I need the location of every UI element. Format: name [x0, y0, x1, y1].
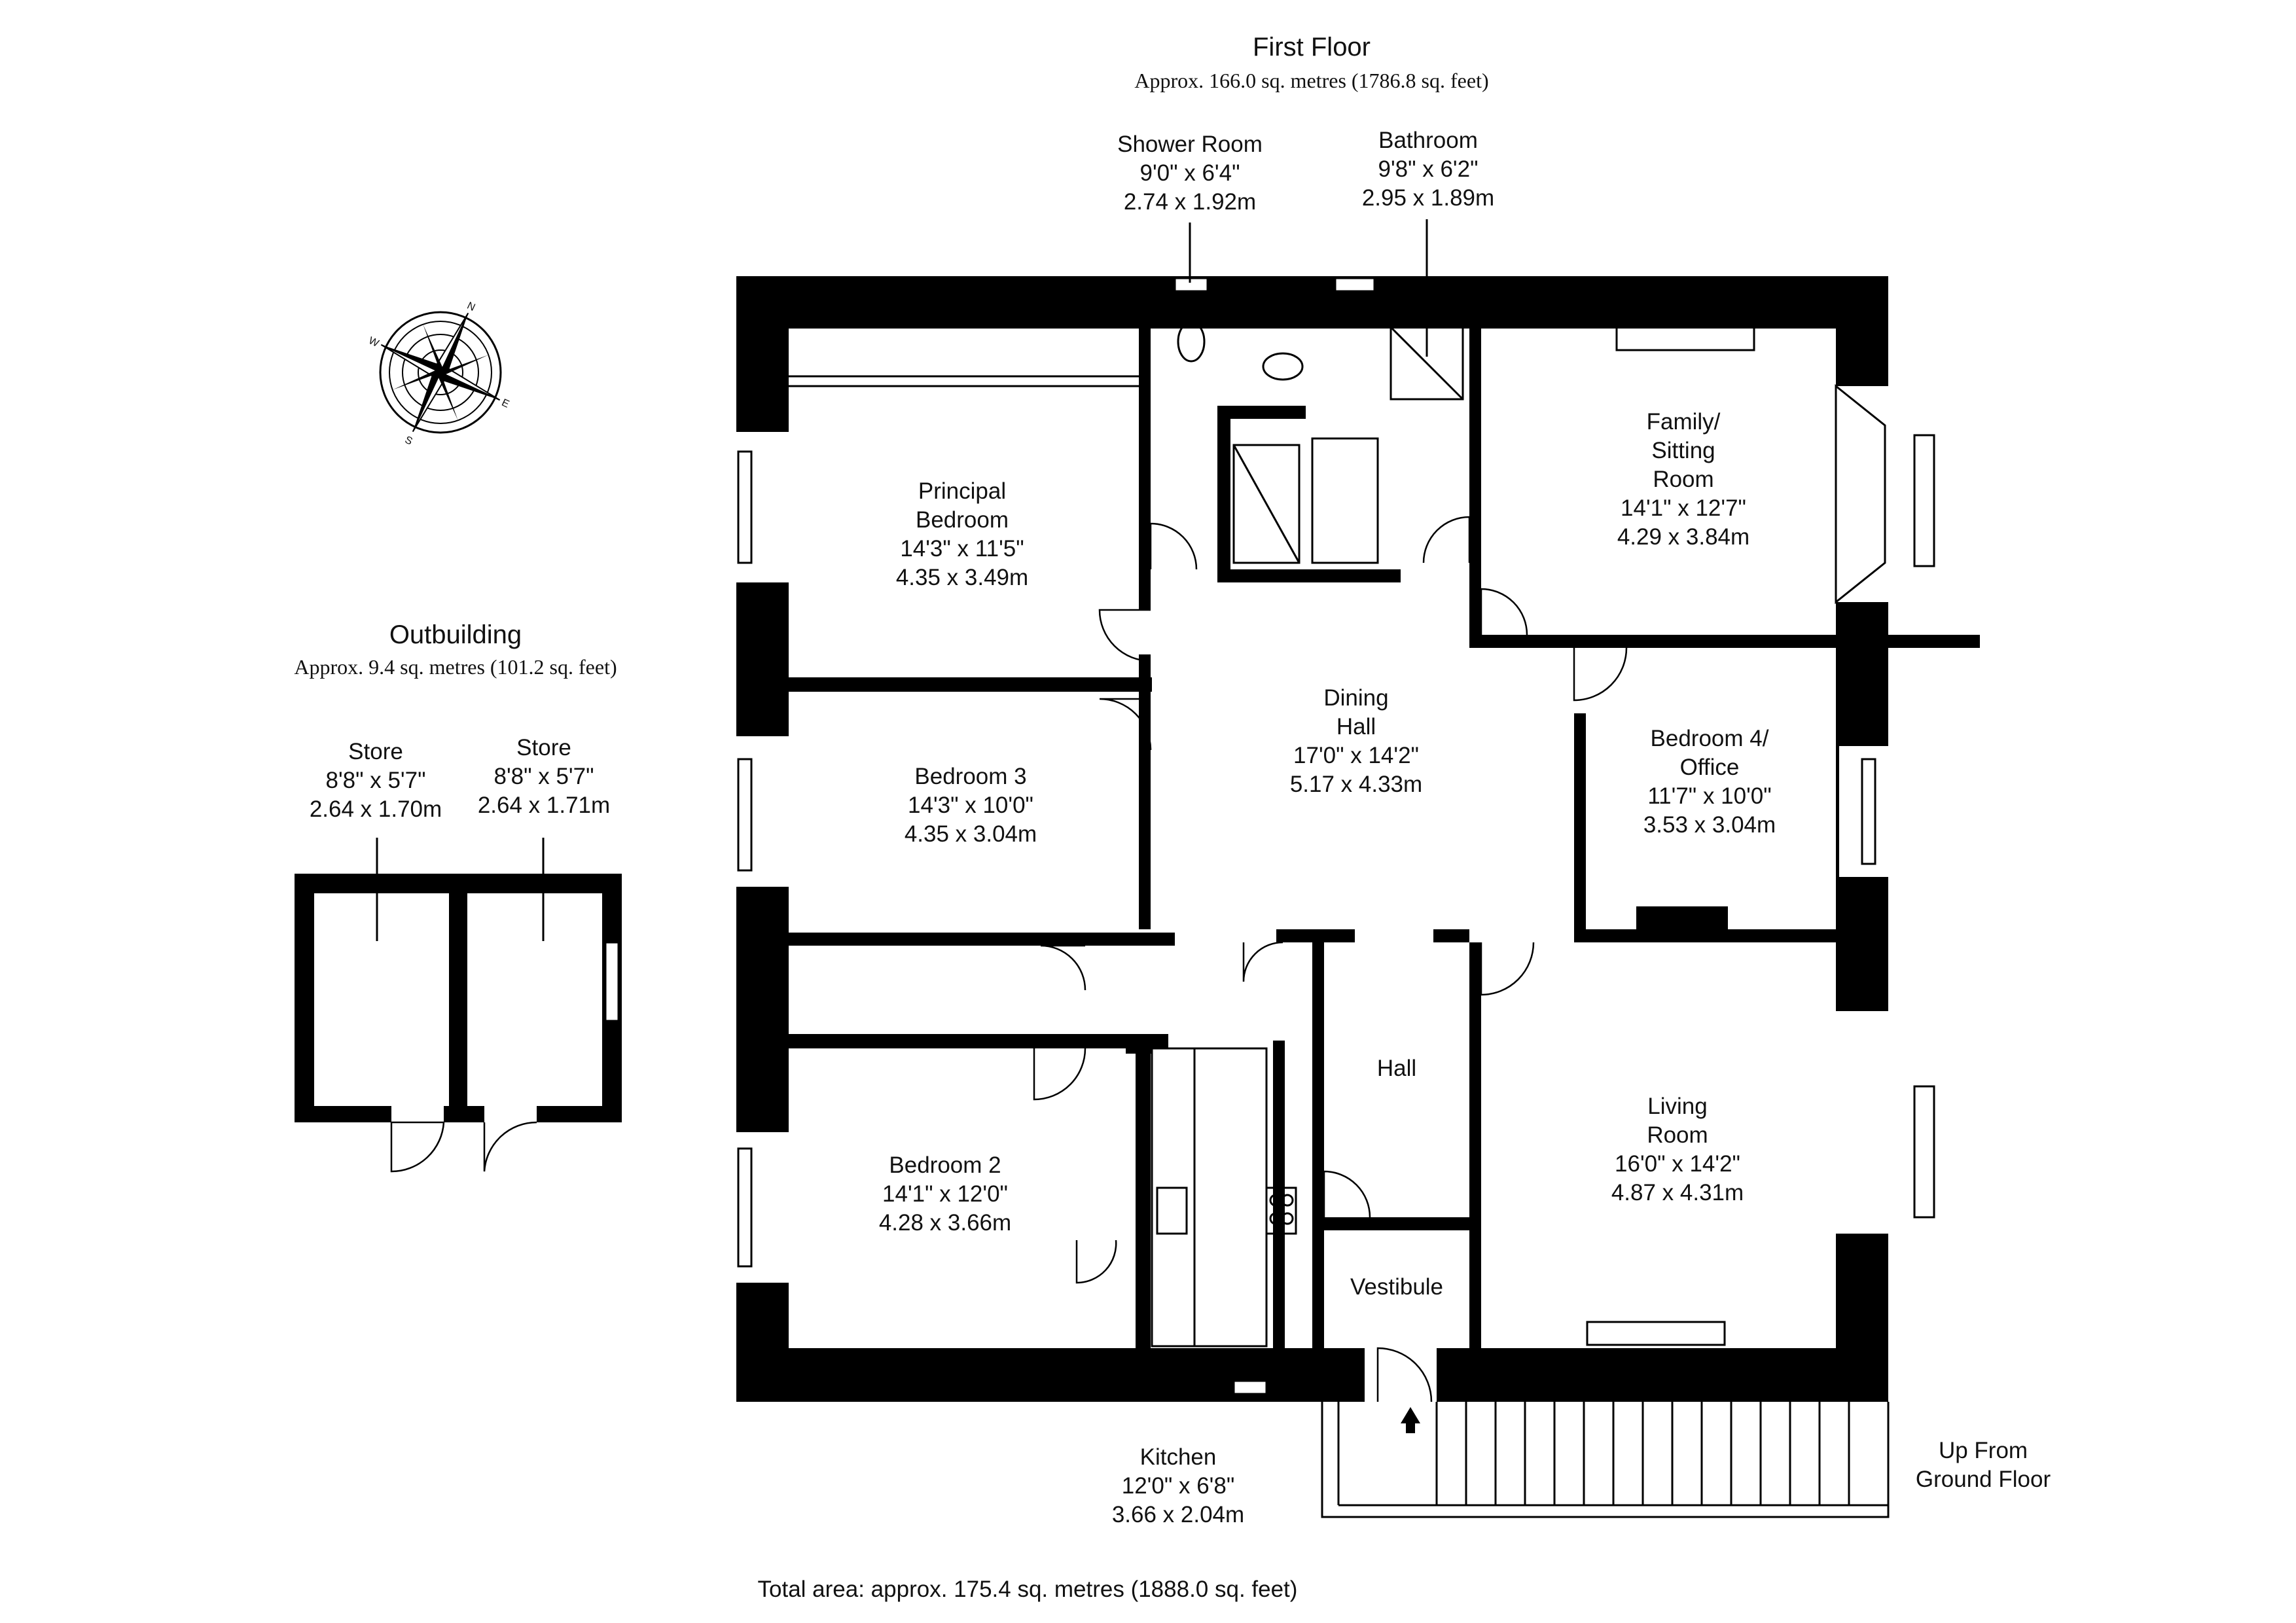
label-living-room: Living Room 16'0" x 14'2" 4.87 x 4.31m [1611, 1094, 1744, 1205]
svg-text:Principal: Principal [918, 478, 1006, 504]
label-hall: Hall [1377, 1056, 1416, 1081]
outbuilding-title: Outbuilding [389, 620, 522, 649]
fixtures [789, 321, 1755, 1347]
label-kitchen: Kitchen 12'0" x 6'8" 3.66 x 2.04m [1112, 1444, 1244, 1527]
compass-east: E [500, 397, 511, 410]
compass-west: W [367, 335, 381, 349]
svg-text:3.53 x 3.04m: 3.53 x 3.04m [1643, 812, 1776, 838]
svg-text:Shower Room: Shower Room [1117, 132, 1263, 157]
first-floor-walls [733, 276, 1980, 1402]
compass-south: S [403, 435, 414, 448]
svg-text:14'3" x 10'0": 14'3" x 10'0" [908, 793, 1033, 818]
svg-text:Store: Store [516, 735, 571, 760]
svg-text:Store: Store [348, 739, 403, 764]
label-store-1: Store 8'8" x 5'7" 2.64 x 1.70m [310, 739, 442, 822]
stairs-label-line-1: Up From [1939, 1438, 2028, 1463]
label-shower-room: Shower Room 9'0" x 6'4" 2.74 x 1.92m [1117, 132, 1263, 215]
svg-text:2.74 x 1.92m: 2.74 x 1.92m [1124, 189, 1256, 215]
svg-text:Kitchen: Kitchen [1140, 1444, 1217, 1470]
label-bedroom-2: Bedroom 2 14'1" x 12'0" 4.28 x 3.66m [879, 1152, 1011, 1236]
label-store-2: Store 8'8" x 5'7" 2.64 x 1.71m [478, 735, 610, 818]
up-arrow-icon [1401, 1407, 1420, 1433]
svg-text:8'8" x 5'7": 8'8" x 5'7" [493, 764, 594, 789]
svg-text:4.87 x 4.31m: 4.87 x 4.31m [1611, 1180, 1744, 1205]
total-area: Total area: approx. 175.4 sq. metres (18… [758, 1577, 1298, 1602]
svg-text:Dining: Dining [1323, 685, 1388, 711]
first-floor-title: First Floor [1253, 33, 1371, 62]
svg-text:4.35 x 3.49m: 4.35 x 3.49m [896, 565, 1028, 590]
outbuilding-area: Approx. 9.4 sq. metres (101.2 sq. feet) [294, 655, 617, 679]
svg-text:4.28 x 3.66m: 4.28 x 3.66m [879, 1210, 1011, 1236]
svg-text:2.64 x 1.70m: 2.64 x 1.70m [310, 796, 442, 822]
label-dining-hall: Dining Hall 17'0" x 14'2" 5.17 x 4.33m [1290, 685, 1422, 797]
svg-text:17'0" x 14'2": 17'0" x 14'2" [1293, 743, 1419, 768]
doors [1033, 516, 1628, 1402]
first-floor-area: Approx. 166.0 sq. metres (1786.8 sq. fee… [1134, 69, 1488, 92]
svg-text:3.66 x 2.04m: 3.66 x 2.04m [1112, 1502, 1244, 1527]
svg-text:Living: Living [1647, 1094, 1707, 1119]
svg-text:Family/: Family/ [1647, 409, 1721, 435]
svg-text:16'0" x 14'2": 16'0" x 14'2" [1615, 1151, 1740, 1177]
label-vestibule: Vestibule [1350, 1274, 1443, 1300]
svg-text:9'0" x 6'4": 9'0" x 6'4" [1139, 160, 1240, 186]
svg-text:Room: Room [1647, 1122, 1708, 1148]
svg-text:11'7" x 10'0": 11'7" x 10'0" [1647, 783, 1771, 809]
label-bedroom-4-office: Bedroom 4/ Office 11'7" x 10'0" 3.53 x 3… [1643, 726, 1776, 838]
svg-text:2.95 x 1.89m: 2.95 x 1.89m [1362, 185, 1494, 211]
outbuilding-plan [295, 874, 622, 1173]
svg-text:9'8" x 6'2": 9'8" x 6'2" [1378, 156, 1478, 182]
stairs: Up From Ground Floor [1321, 1402, 2051, 1518]
svg-text:Bedroom 3: Bedroom 3 [914, 764, 1026, 789]
svg-text:5.17 x 4.33m: 5.17 x 4.33m [1290, 772, 1422, 797]
svg-text:14'1" x 12'7": 14'1" x 12'7" [1621, 495, 1746, 521]
svg-text:Vestibule: Vestibule [1350, 1274, 1443, 1300]
svg-text:4.29 x 3.84m: 4.29 x 3.84m [1617, 524, 1749, 550]
compass-icon: N E S W [367, 300, 511, 448]
label-bathroom: Bathroom 9'8" x 6'2" 2.95 x 1.89m [1362, 128, 1494, 211]
label-bedroom-3: Bedroom 3 14'3" x 10'0" 4.35 x 3.04m [905, 764, 1037, 847]
svg-text:Bedroom 4/: Bedroom 4/ [1651, 726, 1769, 751]
stairs-label-line-2: Ground Floor [1916, 1467, 2051, 1492]
svg-text:14'1" x 12'0": 14'1" x 12'0" [882, 1181, 1008, 1207]
svg-text:Bathroom: Bathroom [1378, 128, 1478, 153]
svg-text:Sitting: Sitting [1651, 438, 1715, 463]
compass-north: N [465, 300, 477, 313]
svg-text:Hall: Hall [1377, 1056, 1416, 1081]
svg-text:2.64 x 1.71m: 2.64 x 1.71m [478, 793, 610, 818]
svg-text:Hall: Hall [1336, 714, 1376, 740]
stair-treads [1435, 1402, 1850, 1505]
svg-text:4.35 x 3.04m: 4.35 x 3.04m [905, 821, 1037, 847]
label-family-sitting-room: Family/ Sitting Room 14'1" x 12'7" 4.29 … [1617, 409, 1749, 550]
leader-lines [376, 219, 1428, 941]
svg-text:12'0" x 6'8": 12'0" x 6'8" [1122, 1473, 1235, 1499]
svg-text:Bedroom 2: Bedroom 2 [889, 1152, 1001, 1178]
label-principal-bedroom: Principal Bedroom 14'3" x 11'5" 4.35 x 3… [896, 478, 1028, 590]
svg-text:Bedroom: Bedroom [916, 507, 1009, 533]
svg-text:14'3" x 11'5": 14'3" x 11'5" [900, 536, 1024, 562]
svg-text:Room: Room [1653, 467, 1713, 492]
svg-text:Office: Office [1680, 755, 1740, 780]
svg-text:8'8" x 5'7": 8'8" x 5'7" [325, 768, 425, 793]
